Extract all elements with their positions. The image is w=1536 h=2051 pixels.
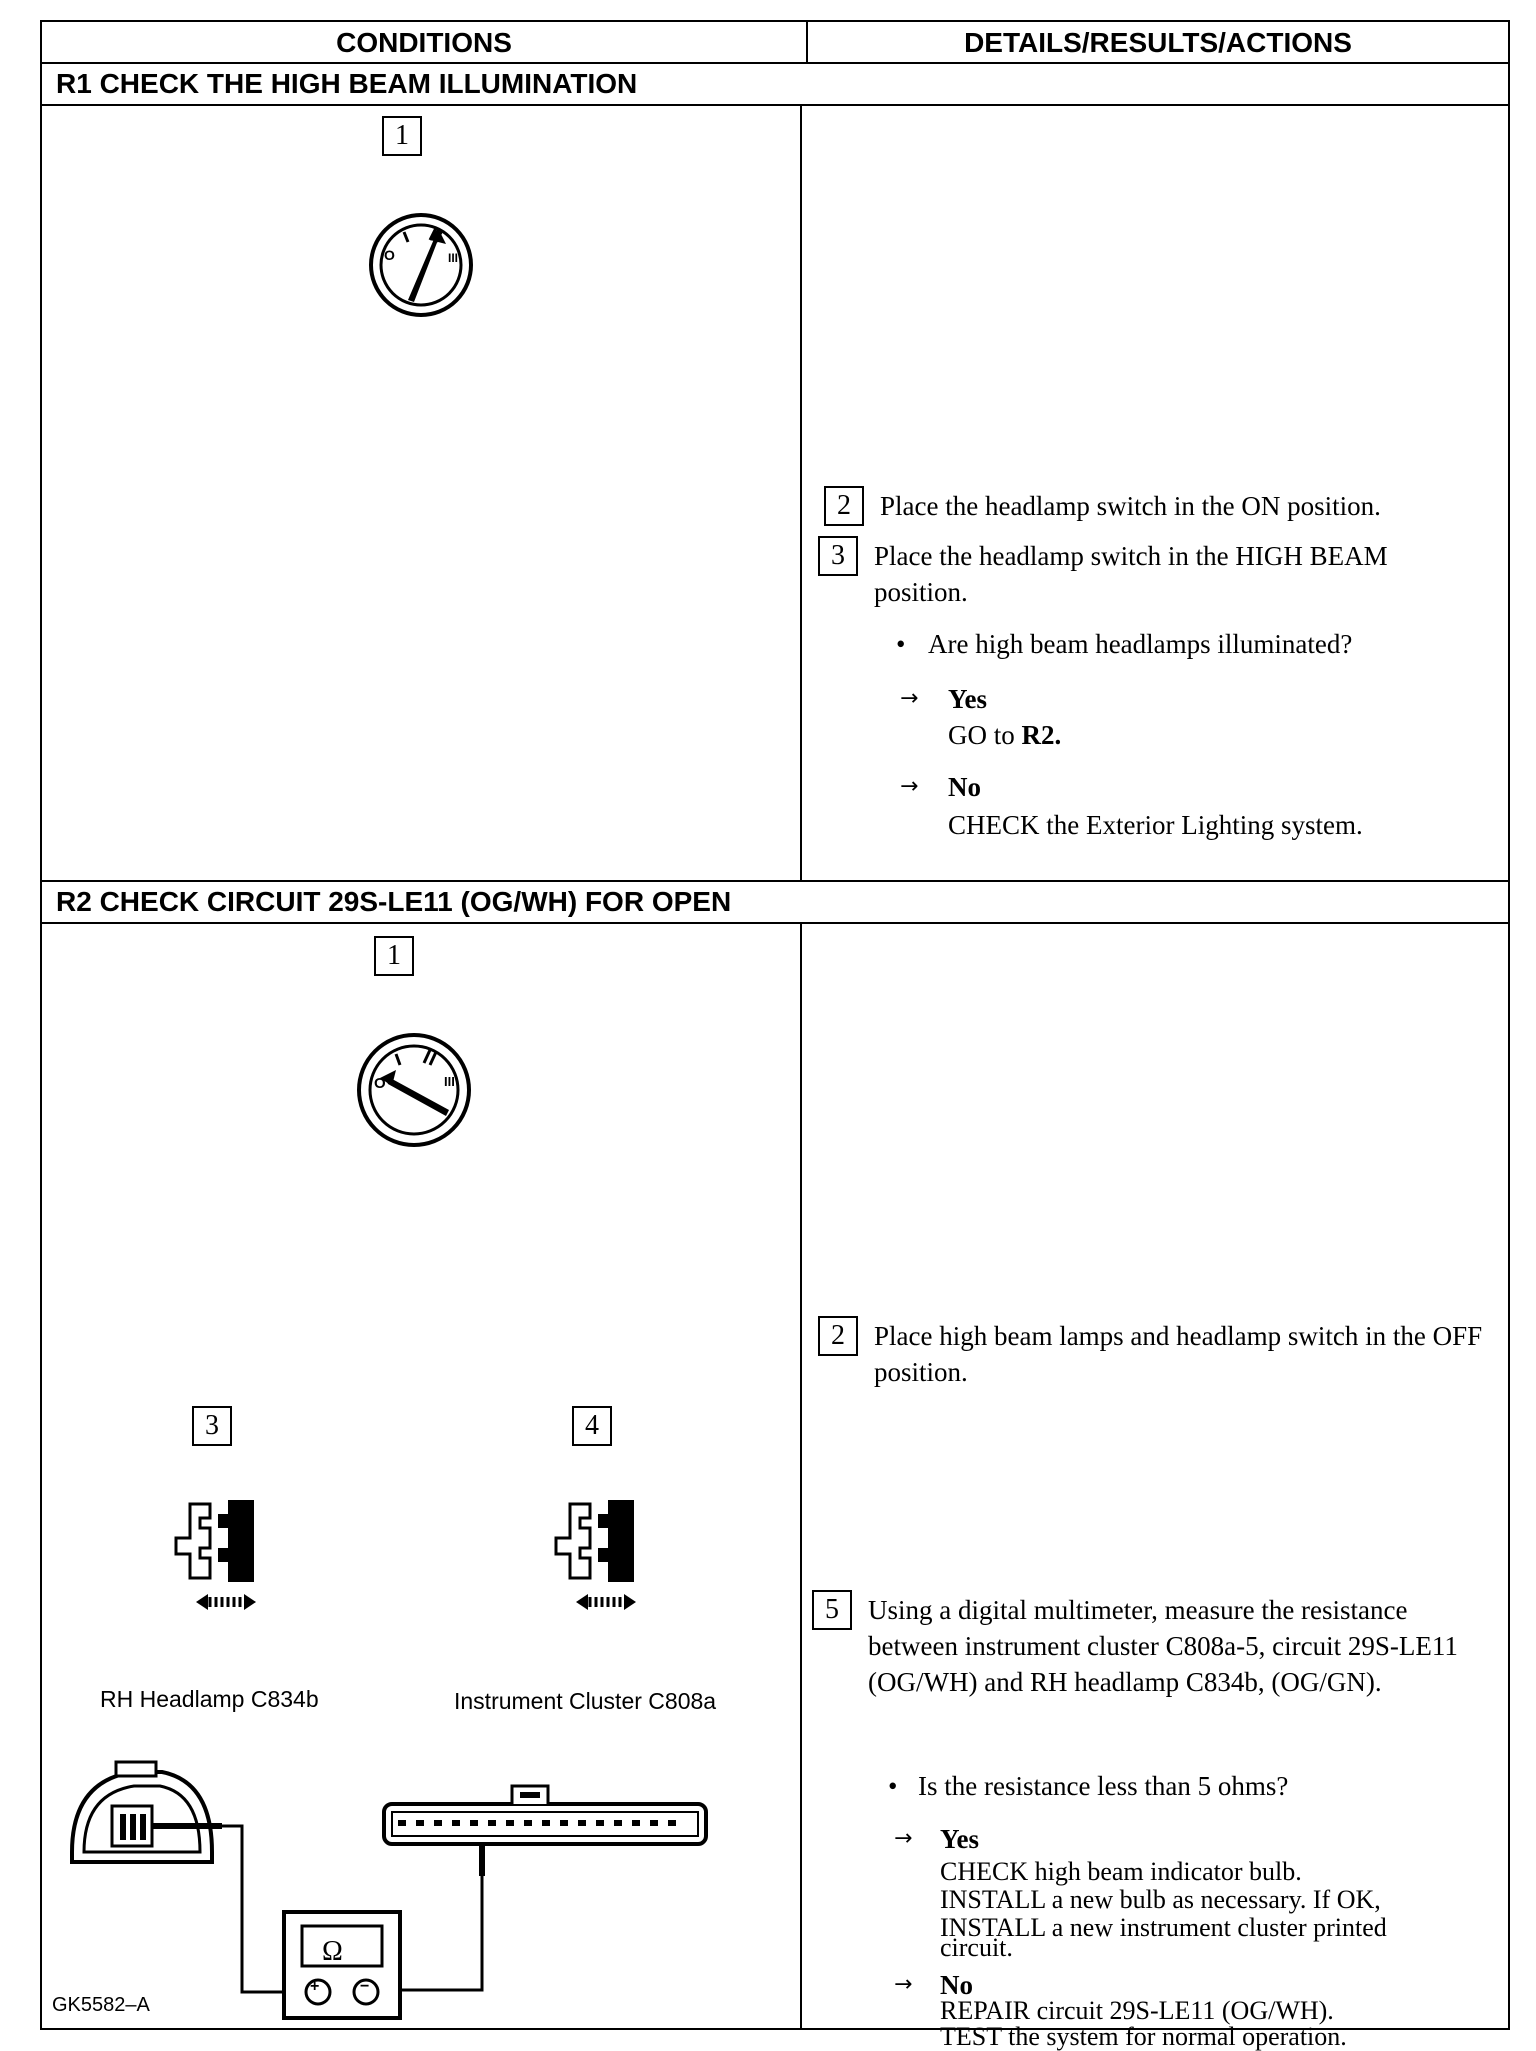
r2-yes-action-line-3: INSTALL a new instrument cluster printed [940,1913,1387,1942]
r1-yes-action: GO to R2. [948,720,1062,750]
r2-step-number-2: 2 [818,1316,858,1356]
wiring-diagram [70,1760,708,2020]
r1-title: R1 CHECK THE HIGH BEAM ILLUMINATION [42,62,1508,106]
r2-yes-action-line-2: INSTALL a new bulb as necessary. If OK, [940,1885,1381,1914]
multimeter-ohm-symbol: Ω [322,1936,343,1967]
headlamp-switch-icon: O III [357,1033,471,1147]
multimeter-minus-terminal: − [360,1978,370,1995]
r1-fig-number-1: 1 [382,116,422,156]
svg-text:III: III [444,1074,455,1089]
right-arrow-icon: → [900,774,919,799]
r2-column-divider [800,924,802,2030]
header-conditions: CONDITIONS [336,27,512,58]
r1-question: Are high beam headlamps illuminated? [928,629,1353,659]
svg-text:O: O [384,247,395,263]
svg-text:III: III [448,251,458,265]
r1-no-label: No [948,772,981,802]
r1-bullet-icon: • [896,629,906,659]
figure-id: GK5582–A [52,1994,150,2016]
r1-yes-label: Yes [948,684,987,714]
r2-fig-number-1: 1 [374,936,414,976]
r2-yes-label: Yes [940,1824,979,1854]
connector-disconnect-icon [554,1500,636,1610]
diagnostic-sheet: CONDITIONS DETAILS/RESULTS/ACTIONS R1 CH… [40,20,1510,2050]
r2-question: Is the resistance less than 5 ohms? [918,1771,1289,1801]
r1-no-action: CHECK the Exterior Lighting system. [948,810,1363,840]
r1-step-3-text: Place the headlamp switch in the HIGH BE… [874,541,1388,607]
r2-no-action: REPAIR circuit 29S-LE11 (OG/WH). TEST th… [940,1998,1347,2050]
r1-step-2-text: Place the headlamp switch in the ON posi… [880,491,1381,521]
r2-fig-number-3: 3 [192,1406,232,1446]
r1-step-number-2: 2 [824,486,864,526]
r2-bullet-icon: • [888,1771,898,1801]
r2-yes-action: CHECK high beam indicator bulb. INSTALL … [940,1858,1387,1962]
r1-column-divider [800,106,802,882]
r2-no-action-line-1: REPAIR circuit 29S-LE11 (OG/WH). [940,1996,1334,2025]
right-arrow-icon: → [900,686,919,711]
r2-step-2-text: Place high beam lamps and headlamp switc… [874,1321,1483,1387]
header-divider [806,22,808,64]
multimeter-plus-terminal: + [310,1978,320,1995]
connector-disconnect-icon [174,1500,256,1610]
r2-step-number-5: 5 [812,1590,852,1630]
r2-step-5-text: Using a digital multimeter, measure the … [868,1595,1458,1697]
rh-headlamp-caption: RH Headlamp C834b [100,1686,319,1712]
r2-yes-action-line-1: CHECK high beam indicator bulb. [940,1857,1302,1886]
right-arrow-icon: → [894,1826,913,1851]
right-arrow-icon: → [894,1972,913,1997]
r2-title: R2 CHECK CIRCUIT 29S-LE11 (OG/WH) FOR OP… [42,880,1508,924]
r2-yes-action-line-4: circuit. [940,1933,1013,1962]
r2-no-action-line-2: TEST the system for normal operation. [940,2022,1347,2051]
r1-step-number-3: 3 [818,536,858,576]
headlamp-switch-icon: O III [369,213,473,317]
instrument-cluster-caption: Instrument Cluster C808a [454,1688,717,1714]
r2-fig-number-4: 4 [572,1406,612,1446]
r2-no-label: No [940,1970,973,2000]
header-details: DETAILS/RESULTS/ACTIONS [964,27,1352,58]
